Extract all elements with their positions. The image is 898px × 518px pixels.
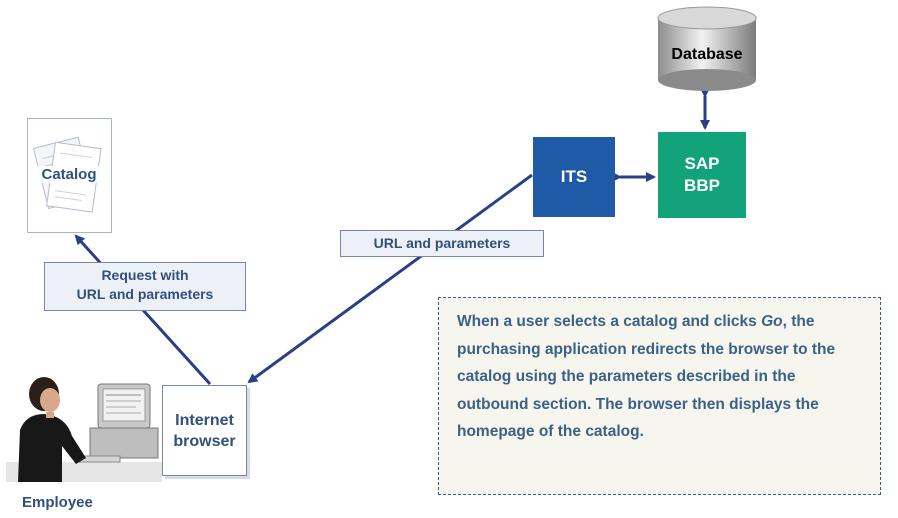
its-label: ITS bbox=[560, 167, 588, 186]
note-text-part1: When a user selects a catalog and clicks bbox=[457, 313, 762, 330]
database-node: Database bbox=[657, 6, 757, 92]
info-note: When a user selects a catalog and clicks… bbox=[438, 297, 881, 495]
request-label-line2: URL and parameters bbox=[76, 286, 214, 302]
sap-label-line1: SAP bbox=[684, 154, 720, 173]
sap-label-line2: BBP bbox=[684, 176, 720, 195]
employee-photo bbox=[6, 376, 162, 482]
sap-bbp-node: SAP BBP bbox=[658, 132, 746, 218]
note-text-part2: , the purchasing application redirects t… bbox=[457, 313, 836, 440]
arrow-its-to-browser bbox=[247, 173, 533, 384]
request-edge-label: Request with URL and parameters bbox=[44, 262, 246, 311]
request-label-line1: Request with bbox=[101, 267, 189, 283]
browser-label-line2: browser bbox=[173, 432, 236, 450]
internet-browser-node: Internet browser bbox=[162, 385, 247, 476]
employee-label: Employee bbox=[22, 494, 93, 511]
browser-label-line1: Internet bbox=[175, 411, 234, 429]
database-icon bbox=[657, 6, 757, 91]
url-params-label: URL and parameters bbox=[373, 235, 511, 251]
url-params-edge-label: URL and parameters bbox=[340, 230, 544, 257]
employee-at-computer-icon bbox=[6, 377, 162, 482]
note-text-go: Go bbox=[761, 313, 783, 330]
database-label: Database bbox=[671, 46, 743, 63]
its-node: ITS bbox=[533, 137, 615, 217]
catalog-label: Catalog bbox=[34, 166, 104, 183]
